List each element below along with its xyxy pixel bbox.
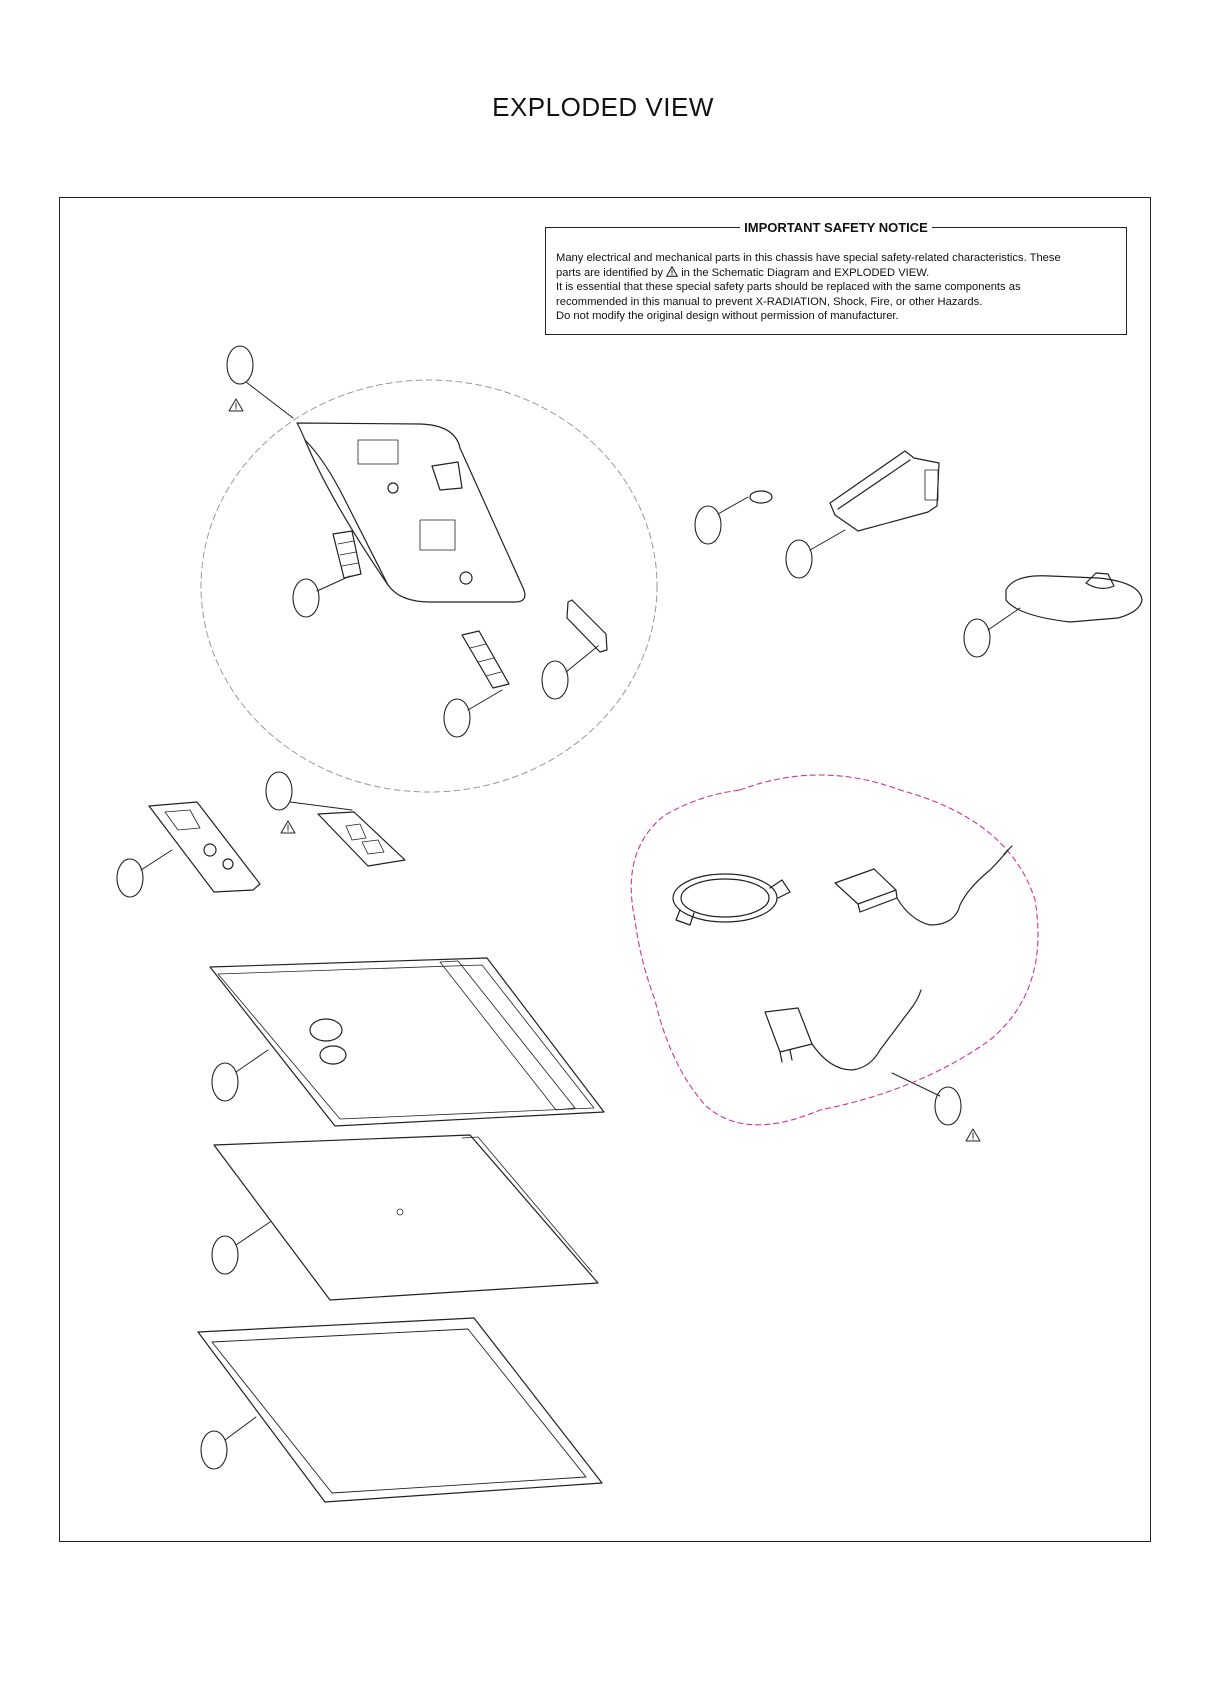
safety-warning-triangle-icon xyxy=(228,398,244,412)
side-bracket xyxy=(332,530,362,579)
back-cover xyxy=(296,422,526,603)
leader-lines xyxy=(140,381,1021,1441)
notice-line-1: Many electrical and mechanical parts in … xyxy=(556,252,1061,264)
diagram-frame xyxy=(59,197,1151,1542)
notice-line-2-start: parts are identified by xyxy=(556,266,663,279)
callout-stand-neck xyxy=(785,539,813,579)
page-title: EXPLODED VIEW xyxy=(492,92,714,122)
back-cover-group-outline xyxy=(200,379,658,793)
safety-notice-box: IMPORTANT SAFETY NOTICE Many electrical … xyxy=(545,220,1127,335)
safety-warning-triangle-icon xyxy=(965,1128,981,1142)
notice-line-2: parts are identified by in the Schematic… xyxy=(556,265,1116,281)
callout-circles xyxy=(116,345,991,1470)
safety-notice-body: Many electrical and mechanical parts in … xyxy=(556,251,1116,324)
callout-back-cover xyxy=(226,345,254,385)
safety-notice-heading: IMPORTANT SAFETY NOTICE xyxy=(740,220,932,235)
hinge-bracket xyxy=(148,801,261,893)
stand-neck xyxy=(829,450,940,532)
shield-plate xyxy=(566,599,608,653)
notice-line-5: Do not modify the original design withou… xyxy=(556,310,899,322)
o-ring xyxy=(749,490,773,504)
power-cord xyxy=(672,873,791,926)
callout-stand-base xyxy=(963,618,991,658)
ac-adapter-wall xyxy=(764,989,922,1071)
notice-line-3: It is essential that these special safet… xyxy=(556,281,1021,293)
notice-line-4: recommended in this manual to prevent X-… xyxy=(556,295,983,308)
ac-adapter-box xyxy=(834,845,1013,926)
callout-panel-frame xyxy=(211,1062,239,1102)
notice-line-2-end: in the Schematic Diagram and EXPLODED VI… xyxy=(681,266,930,279)
callout-adapter xyxy=(934,1086,962,1126)
panel-frame xyxy=(209,957,605,1127)
callout-hinge-bracket xyxy=(116,858,144,898)
safety-warning-triangle-icon xyxy=(280,820,296,834)
main-board xyxy=(461,630,510,689)
callout-front-bezel xyxy=(200,1430,228,1470)
stand-base xyxy=(1005,572,1143,623)
callout-main-board xyxy=(443,698,471,738)
safety-warning-triangle-icon xyxy=(666,265,679,277)
callout-lcd-panel xyxy=(211,1235,239,1275)
callout-o-ring xyxy=(694,505,722,545)
callout-side-bracket xyxy=(292,578,320,618)
callout-shield-plate xyxy=(541,660,569,700)
power-board xyxy=(317,811,406,867)
accessories-group-outline xyxy=(630,774,1039,1126)
lcd-panel xyxy=(213,1134,599,1301)
front-bezel xyxy=(197,1317,603,1503)
callout-power-board xyxy=(265,771,293,811)
